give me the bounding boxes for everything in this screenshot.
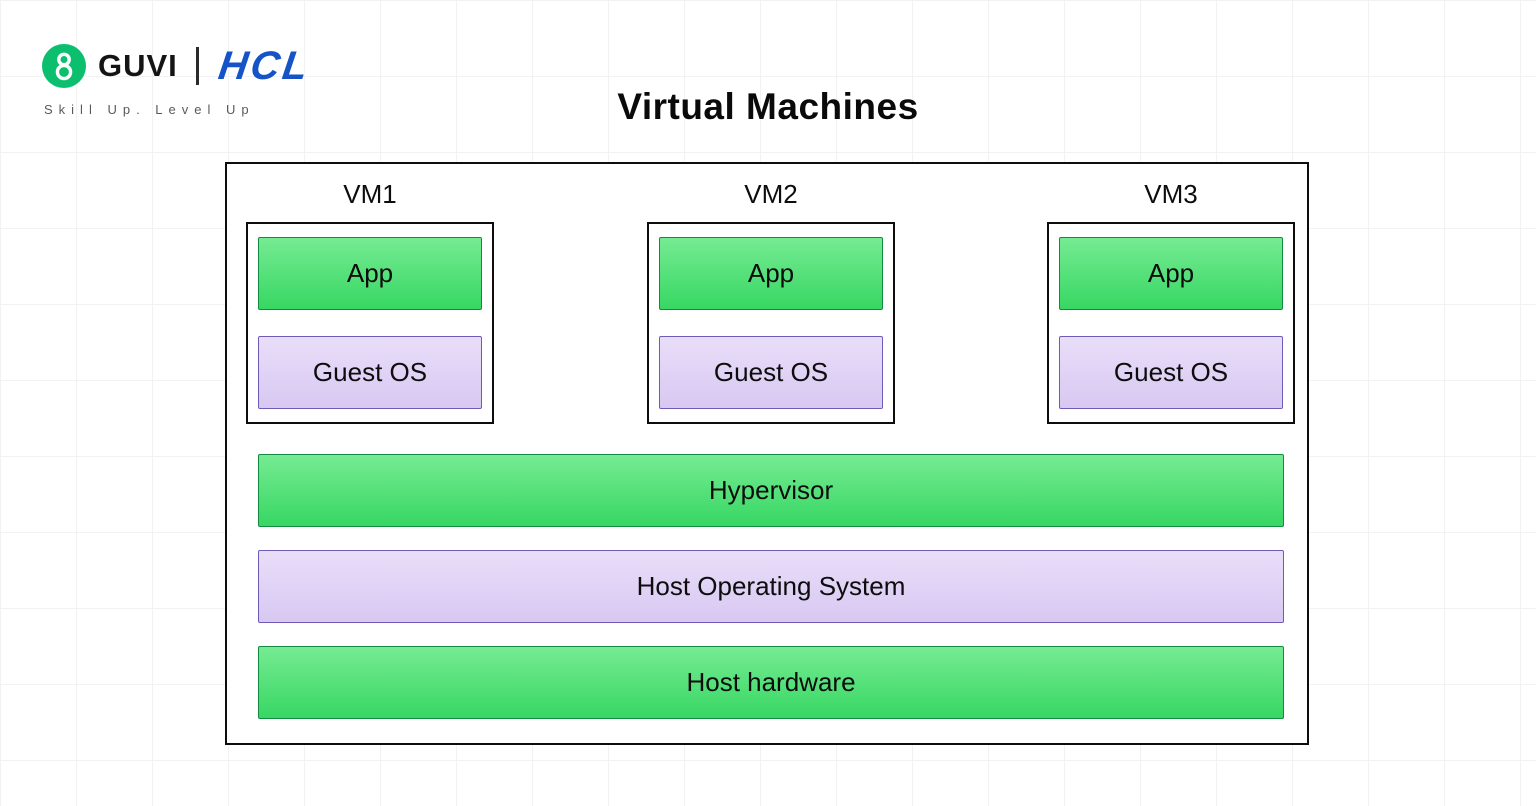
page-title: Virtual Machines — [617, 86, 919, 127]
vm1-label: VM1 — [343, 179, 397, 209]
brand-divider — [195, 47, 199, 85]
hypervisor-bar: Hypervisor — [258, 454, 1284, 527]
vm2-app-node: App — [659, 237, 883, 310]
vm1-guest-os-node: Guest OS — [258, 336, 482, 409]
vm1-app-node: App — [258, 237, 482, 310]
host-hardware-bar: Host hardware — [258, 646, 1284, 719]
vm3-label: VM3 — [1144, 179, 1198, 209]
vm2-box: App Guest OS — [647, 222, 895, 424]
brand-header: GUVI HCL Skill Up. Level Up — [42, 44, 314, 117]
host-os-bar: Host Operating System — [258, 550, 1284, 623]
vm3-app-node: App — [1059, 237, 1283, 310]
vm-architecture-box: VM1 App Guest OS VM2 App Guest OS VM3 Ap… — [225, 162, 1309, 745]
vm2-guest-os-node: Guest OS — [659, 336, 883, 409]
brand-row: GUVI HCL — [42, 44, 314, 88]
vm3-box: App Guest OS — [1047, 222, 1295, 424]
vm3-column: VM3 App Guest OS — [1047, 178, 1295, 424]
vm1-column: VM1 App Guest OS — [246, 178, 494, 424]
vm3-guest-os-node: Guest OS — [1059, 336, 1283, 409]
brand-tagline: Skill Up. Level Up — [44, 102, 255, 117]
guvi-logo-icon — [42, 44, 86, 88]
vm2-label: VM2 — [744, 179, 798, 209]
guvi-wordmark: GUVI — [98, 48, 178, 83]
vm2-column: VM2 App Guest OS — [647, 178, 895, 424]
vm1-box: App Guest OS — [246, 222, 494, 424]
hcl-wordmark: HCL — [215, 44, 314, 88]
